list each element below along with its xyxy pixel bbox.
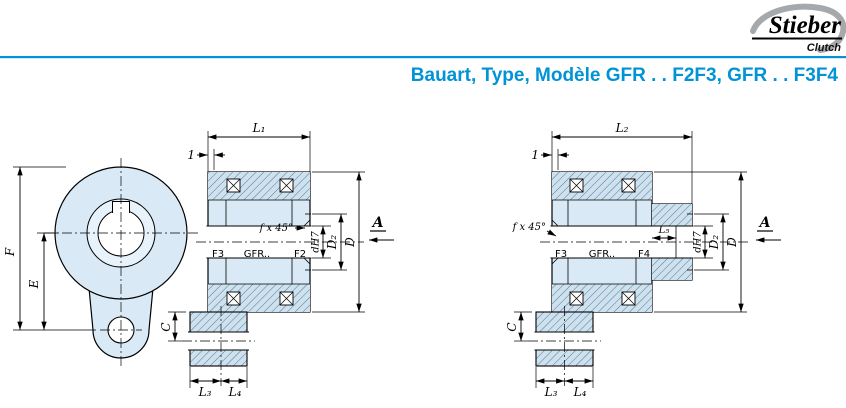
dim-L4-label: L₄ bbox=[228, 385, 242, 399]
dim-1: 1 bbox=[531, 148, 569, 170]
dim-C: C bbox=[159, 311, 186, 342]
bearing-roller-icon bbox=[226, 291, 241, 306]
dim-D2-label: D₂ bbox=[707, 235, 721, 251]
header: Stieber Clutch Bauart, Type, Modèle GFR … bbox=[0, 3, 846, 86]
dim-L5: L₅ bbox=[652, 225, 676, 241]
section-indicator-A: A bbox=[756, 215, 781, 243]
label-f2-cover: F2 bbox=[294, 249, 306, 260]
chamfer-label: f x 45° bbox=[512, 222, 546, 233]
dim-L2-label: L₂ bbox=[615, 121, 629, 135]
hatched-outer-race-bottom bbox=[552, 284, 652, 312]
bearing-roller-icon bbox=[621, 178, 636, 193]
label-f3-cover: F3 bbox=[555, 249, 567, 260]
header-rule bbox=[0, 56, 846, 59]
dim-F: F bbox=[3, 166, 96, 331]
dim-E-label: E bbox=[27, 279, 41, 289]
dim-L3-label: L₃ bbox=[544, 385, 558, 399]
dim-C-label: C bbox=[505, 322, 519, 331]
dim-D2: D₂ bbox=[312, 213, 347, 271]
bearing-roller-icon bbox=[569, 178, 584, 193]
dim-D-label: D bbox=[725, 237, 739, 248]
chamfer-edge bbox=[303, 219, 311, 227]
dim-E: E bbox=[27, 232, 58, 330]
chamfer-note: f x 45° bbox=[259, 223, 305, 234]
chamfer-label: f x 45° bbox=[259, 223, 293, 234]
section-A-label: A bbox=[758, 215, 771, 231]
chamfer-note: f x 45° bbox=[512, 222, 557, 237]
label-model: GFR.. bbox=[244, 249, 270, 260]
dim-C: C bbox=[505, 311, 532, 342]
logo-underline bbox=[752, 37, 842, 40]
page-title: Bauart, Type, Modèle GFR . . F2F3, GFR .… bbox=[411, 65, 839, 86]
dim-L3-label: L₃ bbox=[198, 385, 212, 399]
section-view-f3f4: F3 GFR.. F4 1 L₂ f x 45° L₅ bbox=[505, 121, 781, 399]
dim-d-label: dH7 bbox=[693, 231, 704, 253]
bearing-roller-icon bbox=[279, 178, 294, 193]
dim-F-label: F bbox=[3, 247, 17, 257]
stieber-logo: Stieber Clutch bbox=[750, 3, 846, 54]
label-f3-cover: F3 bbox=[212, 249, 224, 260]
dim-L4-label: L₄ bbox=[573, 385, 587, 399]
label-model: GFR.. bbox=[589, 249, 615, 260]
front-view: F E bbox=[3, 158, 198, 366]
dim-D: D bbox=[654, 171, 747, 313]
dim-D-label: D bbox=[343, 237, 357, 248]
dim-C-label: C bbox=[159, 322, 173, 331]
bearing-roller-icon bbox=[226, 178, 241, 193]
dim-L5-label: L₅ bbox=[658, 225, 670, 236]
section-indicator-A: A bbox=[369, 215, 394, 243]
hatched-outer-race-top bbox=[208, 172, 310, 200]
bearing-roller-icon bbox=[569, 291, 584, 306]
logo-swoosh-icon bbox=[750, 3, 846, 53]
dim-D2-label: D₂ bbox=[325, 235, 339, 251]
chamfer-edge bbox=[551, 219, 559, 227]
bearing-roller-icon bbox=[279, 291, 294, 306]
logo-brand-text: Stieber bbox=[769, 12, 841, 39]
f4-hub-hatch-top bbox=[652, 204, 692, 226]
dim-L1-label: L₁ bbox=[252, 121, 266, 135]
dim-1-label: 1 bbox=[187, 148, 195, 162]
dim-d-label: dH7 bbox=[311, 231, 322, 253]
dim-D2: D₂ bbox=[694, 213, 729, 271]
chamfer-edge bbox=[303, 257, 311, 265]
dim-D: D bbox=[312, 171, 365, 313]
dim-L1: L₁ bbox=[207, 121, 311, 172]
f4-hub-hatch-bottom bbox=[652, 258, 692, 280]
chamfer-edge bbox=[551, 257, 559, 265]
label-f4-cover: F4 bbox=[638, 249, 650, 260]
bearing-roller-icon bbox=[621, 291, 636, 306]
dim-1: 1 bbox=[187, 148, 225, 170]
section-A-label: A bbox=[371, 215, 384, 231]
hatched-outer-race-top bbox=[552, 172, 652, 200]
dim-1-label: 1 bbox=[531, 148, 539, 162]
hatched-outer-race-bottom bbox=[208, 284, 310, 312]
logo-sub-text: Clutch bbox=[807, 42, 842, 54]
dim-L3-L4: L₃ L₄ bbox=[535, 367, 594, 399]
dim-L2: L₂ bbox=[551, 121, 693, 204]
section-view-f2f3: F3 GFR.. F2 1 L₁ f x 45° bbox=[159, 121, 394, 399]
dim-L3-L4: L₃ L₄ bbox=[189, 367, 248, 399]
dim-d: dH7 bbox=[311, 225, 331, 259]
dim-d: dH7 bbox=[693, 225, 713, 259]
